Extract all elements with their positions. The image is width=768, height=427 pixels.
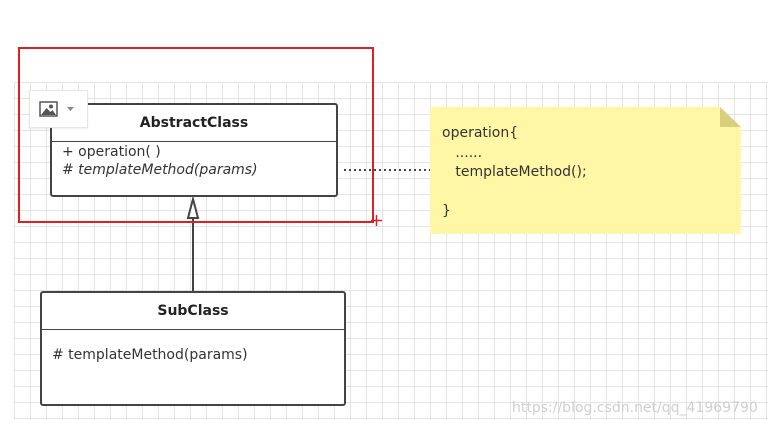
crosshair-icon (371, 215, 382, 226)
abstract-class-box[interactable]: AbstractClass + operation( ) # templateM… (50, 103, 338, 197)
image-icon (39, 101, 58, 117)
note-line (442, 183, 587, 203)
subclass-members: # templateMethod(params) (42, 330, 344, 364)
image-tool-graphic (39, 101, 74, 117)
member-operation: + operation( ) (62, 144, 161, 160)
abstract-class-members: + operation( ) # templateMethod(params) (52, 142, 336, 179)
note-line: templateMethod(); (442, 164, 587, 180)
note-box[interactable] (430, 107, 741, 234)
abstract-class-title: AbstractClass (52, 105, 336, 142)
note-line: operation{ (442, 125, 519, 141)
caret-down-icon (67, 107, 74, 111)
member-template-method: # templateMethod(params) (62, 162, 258, 178)
image-tool-button[interactable] (29, 90, 88, 128)
note-text: operation{ ...... templateMethod(); } (442, 124, 587, 222)
note-line: ...... (442, 144, 483, 161)
selection-rectangle[interactable] (18, 47, 374, 223)
subclass-title: SubClass (42, 293, 344, 330)
note-line: } (442, 203, 451, 219)
watermark-text: https://blog.csdn.net/qq_41969790 (512, 400, 758, 416)
subclass-box[interactable]: SubClass # templateMethod(params) (40, 291, 346, 406)
member-template-method-override: # templateMethod(params) (52, 347, 248, 363)
inheritance-arrowhead[interactable] (186, 195, 200, 219)
